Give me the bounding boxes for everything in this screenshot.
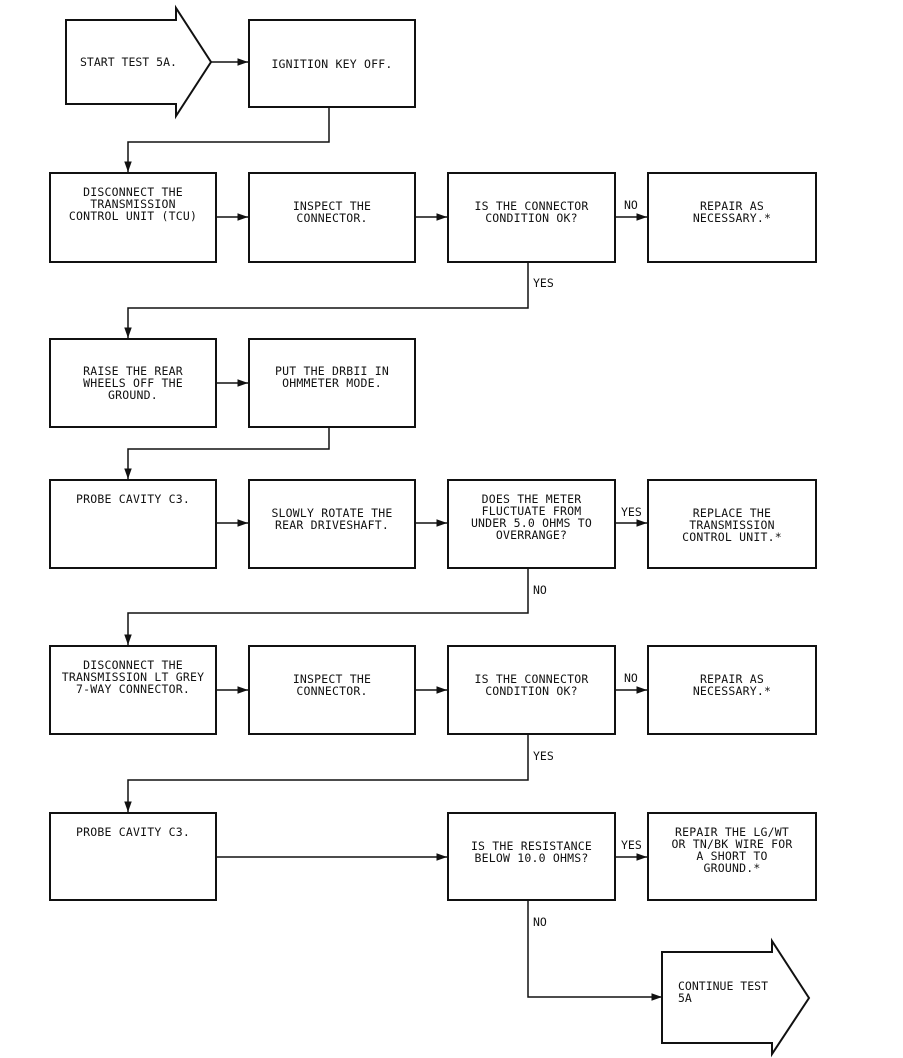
continue-arrow-shape xyxy=(661,937,811,1058)
probe-cavity-c3-step-2: PROBE CAVITY C3. xyxy=(49,812,217,901)
probe-cavity-c3-step-1: PROBE CAVITY C3. xyxy=(49,479,217,569)
yes-label-1: YES xyxy=(533,276,554,290)
repair-as-necessary-step-2: REPAIR AS NECESSARY.* xyxy=(647,645,817,735)
drbii-ohmmeter-step: PUT THE DRBII IN OHMMETER MODE. xyxy=(248,338,416,428)
inspect-connector-step-1: INSPECT THE CONNECTOR. xyxy=(248,172,416,263)
meter-fluctuate-decision: DOES THE METER FLUCTUATE FROM UNDER 5.0 … xyxy=(447,479,616,569)
resistance-decision: IS THE RESISTANCE BELOW 10.0 OHMS? xyxy=(447,812,616,901)
start-test-label: START TEST 5A. xyxy=(80,55,177,69)
no-label-1: NO xyxy=(624,198,638,212)
disconnect-tcu-step: DISCONNECT THE TRANSMISSION CONTROL UNIT… xyxy=(49,172,217,263)
replace-tcu-step: REPLACE THE TRANSMISSION CONTROL UNIT.* xyxy=(647,479,817,569)
raise-rear-wheels-step: RAISE THE REAR WHEELS OFF THE GROUND. xyxy=(49,338,217,428)
ignition-key-off-step: IGNITION KEY OFF. xyxy=(248,19,416,108)
rotate-driveshaft-step: SLOWLY ROTATE THE REAR DRIVESHAFT. xyxy=(248,479,416,569)
connector-condition-decision-2: IS THE CONNECTOR CONDITION OK? xyxy=(447,645,616,735)
yes-label-4: YES xyxy=(621,838,642,852)
disconnect-grey-connector-step: DISCONNECT THE TRANSMISSION LT GREY 7-WA… xyxy=(49,645,217,735)
repair-as-necessary-step-1: REPAIR AS NECESSARY.* xyxy=(647,172,817,263)
no-label-3: NO xyxy=(624,671,638,685)
no-label-4: NO xyxy=(533,915,547,929)
yes-label-3: YES xyxy=(533,749,554,763)
repair-wire-step: REPAIR THE LG/WT OR TN/BK WIRE FOR A SHO… xyxy=(647,812,817,901)
no-label-2: NO xyxy=(533,583,547,597)
yes-label-2: YES xyxy=(621,505,642,519)
connector-condition-decision-1: IS THE CONNECTOR CONDITION OK? xyxy=(447,172,616,263)
continue-test-label: CONTINUE TEST 5A xyxy=(678,979,769,1005)
inspect-connector-step-2: INSPECT THE CONNECTOR. xyxy=(248,645,416,735)
start-arrow-shape xyxy=(65,4,213,120)
